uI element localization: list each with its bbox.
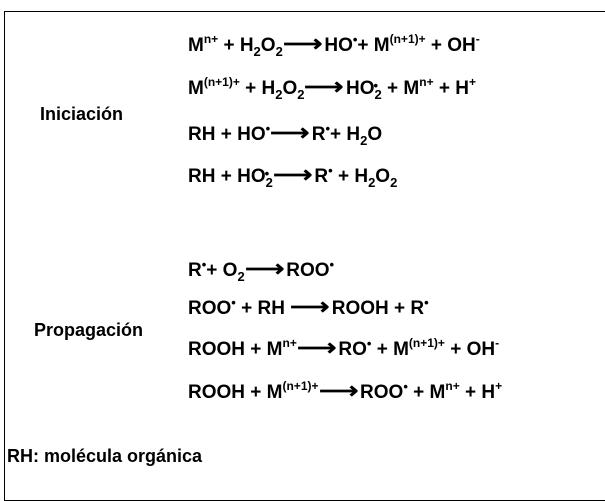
radical-dot: • <box>403 379 408 394</box>
radical-dot: • <box>201 257 207 272</box>
section-label-iniciacion: Iniciación <box>40 104 124 124</box>
equation-5: R•+ O2⟶ROO• <box>188 256 335 284</box>
radical-dot: • <box>231 295 236 310</box>
radical-dot: • <box>352 32 358 47</box>
equation-4: RH + HO•2⟶R• + H2O2 <box>188 162 398 190</box>
equation-6: ROO• + RH ⟶ROOH + R• <box>188 294 429 320</box>
radical-dot: • <box>265 121 271 136</box>
equation-2: M(n+1)+ + H2O2⟶HO•2 + Mn+ + H+ <box>188 74 476 102</box>
radical-dot: • <box>366 336 372 351</box>
equation-8: ROOH + M(n+1)+⟶ROO• + Mn+ + H+ <box>188 378 503 404</box>
radical-dot: • <box>424 295 429 310</box>
radical-dot: • <box>325 121 331 136</box>
radical-dot: • <box>373 78 379 93</box>
equation-3: RH + HO•⟶R•+ H2O <box>188 120 383 148</box>
equation-1: Mn+ + H2O2⟶HO•+ M(n+1)+ + OH- <box>188 31 480 59</box>
section-label-propagacion: Propagación <box>34 320 144 340</box>
radical-dot: • <box>329 257 335 272</box>
footnote-rh: RH: molécula orgánica <box>7 446 203 466</box>
radical-dot: • <box>264 166 270 181</box>
equation-7: ROOH + Mn+⟶RO• + M(n+1)+ + OH- <box>188 335 500 361</box>
radical-dot: • <box>328 163 333 178</box>
